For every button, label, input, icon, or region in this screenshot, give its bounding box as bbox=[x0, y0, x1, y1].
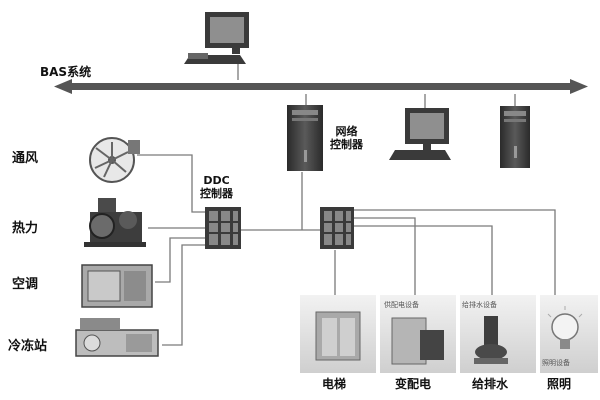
subsystem-label-water-supply: 给排水 bbox=[472, 377, 509, 391]
server-tower-icon bbox=[500, 106, 530, 168]
subsystem-label-ventilation: 通风 bbox=[12, 151, 39, 166]
lightbulb-photo-tag: 照明设备 bbox=[542, 359, 570, 367]
water-pump-photo-icon bbox=[460, 295, 536, 373]
subsystem-label-elevator: 电梯 bbox=[322, 377, 347, 391]
ddc-controller-box-2-icon bbox=[320, 207, 354, 249]
network-controller-label-line1: 网络 bbox=[335, 125, 358, 138]
network-controller-label: 网络 控制器 bbox=[330, 125, 363, 151]
ddc-controller-label-line1: DDC bbox=[203, 174, 230, 187]
switchgear-photo-tag: 供配电设备 bbox=[384, 301, 419, 309]
chiller-icon bbox=[75, 318, 159, 357]
fan-icon bbox=[89, 137, 140, 183]
lightbulb-photo-icon bbox=[540, 295, 598, 373]
bas-bus bbox=[54, 79, 588, 94]
network-controller-label-line2: 控制器 bbox=[330, 137, 363, 151]
pump-icon bbox=[84, 198, 146, 247]
subsystem-label-heating: 热力 bbox=[12, 221, 39, 236]
bus-label: BAS系统 bbox=[40, 65, 92, 79]
workstation-right-icon bbox=[389, 108, 451, 160]
workstation-icon bbox=[184, 12, 249, 64]
water-pump-photo-tag: 给排水设备 bbox=[462, 301, 497, 309]
subsystem-label-power-distribution: 变配电 bbox=[395, 377, 432, 391]
ddc-controller-label: DDC 控制器 bbox=[200, 174, 233, 200]
air-handler-icon bbox=[81, 264, 153, 308]
switchgear-photo-icon bbox=[380, 295, 456, 373]
network-controller-tower-icon bbox=[287, 105, 323, 171]
ddc-controller-box-icon bbox=[205, 207, 241, 249]
subsystem-label-lighting: 照明 bbox=[547, 377, 572, 391]
subsystem-label-air-conditioning: 空调 bbox=[12, 277, 39, 292]
ddc-controller-label-line2: 控制器 bbox=[200, 186, 233, 200]
connection-lines bbox=[137, 62, 556, 346]
subsystem-label-chiller-station: 冷冻站 bbox=[8, 339, 48, 354]
elevator-photo-icon bbox=[300, 295, 376, 373]
